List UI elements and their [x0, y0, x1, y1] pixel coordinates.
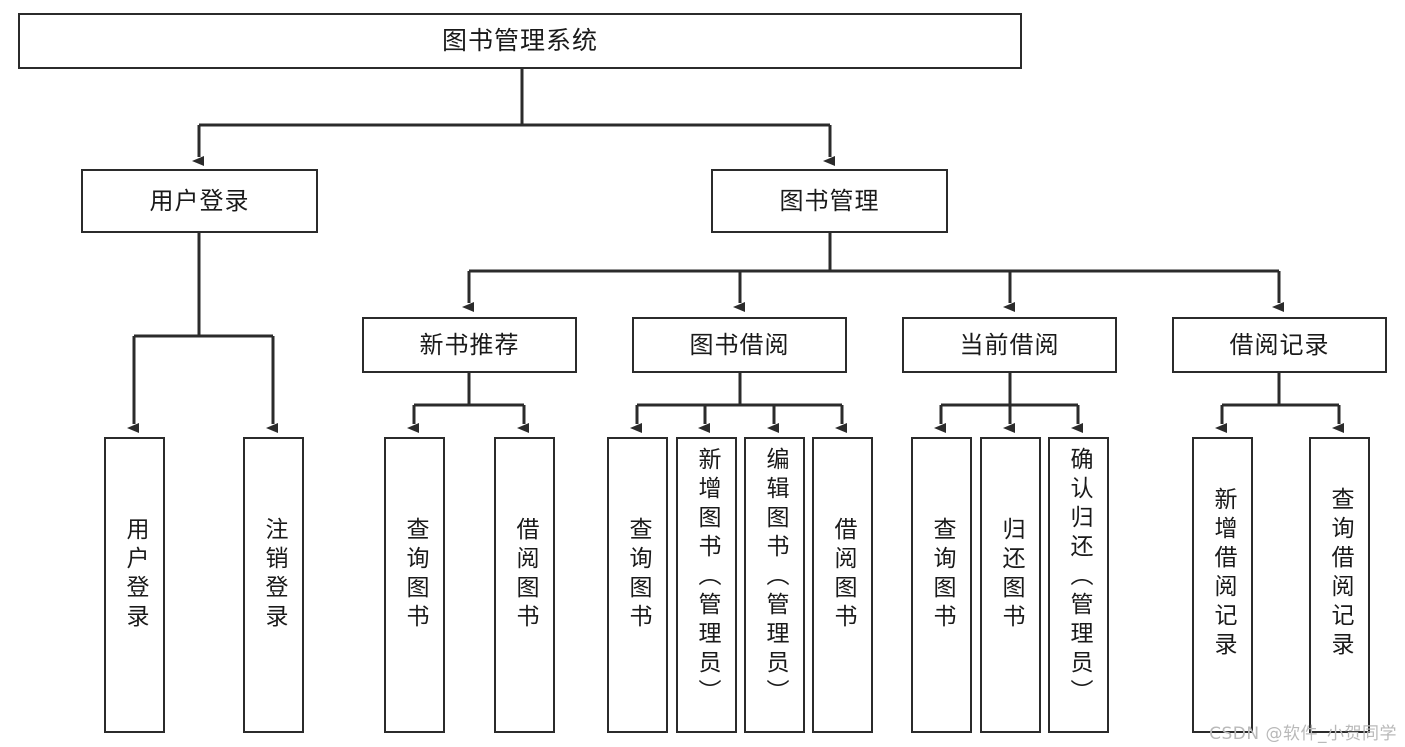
- node-leaf-10[interactable]: 归还图书: [980, 437, 1041, 733]
- node-borrow-record[interactable]: 借阅记录: [1172, 317, 1387, 373]
- node-root[interactable]: 图书管理系统: [18, 13, 1022, 69]
- node-user-login[interactable]: 用户登录: [81, 169, 318, 233]
- node-leaf-6[interactable]: 新增图书（管理员）: [676, 437, 737, 733]
- node-book-manage[interactable]: 图书管理: [711, 169, 948, 233]
- node-leaf-2[interactable]: 注销登录: [243, 437, 304, 733]
- node-leaf-9[interactable]: 查询图书: [911, 437, 972, 733]
- node-leaf-3-label: 查询图书: [402, 517, 428, 633]
- node-leaf-9-label: 查询图书: [929, 517, 955, 633]
- node-current-borrow-label: 当前借阅: [959, 330, 1060, 359]
- node-leaf-1[interactable]: 用户登录: [104, 437, 165, 733]
- node-leaf-1-label: 用户登录: [122, 517, 148, 633]
- node-leaf-10-label: 归还图书: [998, 517, 1024, 633]
- node-book-borrow[interactable]: 图书借阅: [632, 317, 847, 373]
- node-leaf-4[interactable]: 借阅图书: [494, 437, 555, 733]
- node-current-borrow[interactable]: 当前借阅: [902, 317, 1117, 373]
- csdn-watermark: CSDN @软件_小贺同学: [1209, 724, 1397, 744]
- node-book-borrow-label: 图书借阅: [689, 330, 790, 359]
- node-book-manage-label: 图书管理: [779, 186, 880, 215]
- node-leaf-7-label: 编辑图书（管理员）: [762, 447, 788, 708]
- node-root-label: 图书管理系统: [441, 26, 598, 56]
- node-leaf-12[interactable]: 新增借阅记录: [1192, 437, 1253, 733]
- node-leaf-4-label: 借阅图书: [512, 517, 538, 633]
- node-leaf-5[interactable]: 查询图书: [607, 437, 668, 733]
- node-leaf-12-label: 新增借阅记录: [1210, 487, 1236, 661]
- node-leaf-5-label: 查询图书: [625, 517, 651, 633]
- node-leaf-2-label: 注销登录: [261, 517, 287, 633]
- node-borrow-record-label: 借阅记录: [1229, 330, 1330, 359]
- node-new-book-rec-label: 新书推荐: [419, 330, 520, 359]
- node-leaf-11-label: 确认归还（管理员）: [1066, 447, 1092, 708]
- node-leaf-8[interactable]: 借阅图书: [812, 437, 873, 733]
- node-leaf-8-label: 借阅图书: [830, 517, 856, 633]
- node-leaf-3[interactable]: 查询图书: [384, 437, 445, 733]
- node-leaf-6-label: 新增图书（管理员）: [694, 447, 720, 708]
- node-leaf-11[interactable]: 确认归还（管理员）: [1048, 437, 1109, 733]
- node-leaf-13[interactable]: 查询借阅记录: [1309, 437, 1370, 733]
- node-new-book-rec[interactable]: 新书推荐: [362, 317, 577, 373]
- node-user-login-label: 用户登录: [149, 186, 250, 215]
- node-leaf-7[interactable]: 编辑图书（管理员）: [744, 437, 805, 733]
- node-leaf-13-label: 查询借阅记录: [1327, 487, 1353, 661]
